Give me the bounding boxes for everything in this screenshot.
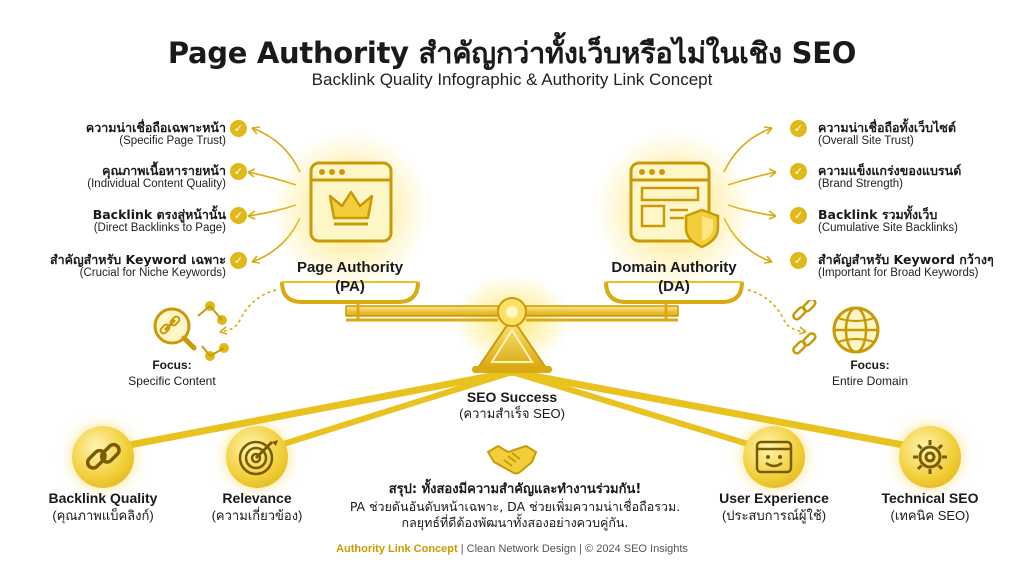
pa-feature-3: Backlink ตรงสู่หน้านั้น (Direct Backlink… <box>92 207 226 234</box>
page-subtitle: Backlink Quality Infographic & Authority… <box>311 70 713 89</box>
line-ux <box>509 369 777 455</box>
check-icon: ✓ <box>230 163 247 180</box>
check-icon: ✓ <box>230 252 247 269</box>
da-focus: Focus: Entire Domain <box>831 358 909 388</box>
pa-focus: Focus: Specific Content <box>128 358 216 388</box>
check-icon: ✓ <box>790 120 807 137</box>
browser-shield-icon <box>629 161 720 249</box>
da-feature-4: สำคัญสำหรับ Keyword กว้างๆ (Important fo… <box>818 252 994 279</box>
relevance-label: Relevance (ความเกี่ยวข้อง) <box>211 490 303 523</box>
footer-credits: | Clean Network Design | © 2024 SEO Insi… <box>457 543 688 555</box>
network-lines <box>99 368 934 455</box>
technical-seo-label: Technical SEO (เทคนิค SEO) <box>881 490 979 523</box>
browser-crown-icon <box>309 161 393 243</box>
check-icon: ✓ <box>230 120 247 137</box>
check-icon: ✓ <box>790 252 807 269</box>
footer-brand: Authority Link Concept <box>336 543 458 555</box>
line-technical <box>508 368 934 454</box>
link-icon <box>85 442 121 470</box>
check-icon: ✓ <box>790 207 807 224</box>
target-icon <box>238 440 278 476</box>
pa-feature-2: คุณภาพเนื้อหารายหน้า (Individual Content… <box>87 163 226 190</box>
handshake-icon <box>486 444 538 475</box>
check-icon: ✓ <box>230 207 247 224</box>
line-relevance <box>255 369 515 455</box>
da-feature-1: ความน่าเชื่อถือทั้งเว็บไซต์ (Overall Sit… <box>818 120 957 147</box>
smiley-window-icon <box>755 440 793 474</box>
balance-beam <box>345 300 679 322</box>
technical-seo-circle <box>899 426 961 488</box>
pa-feature-4: สำคัญสำหรับ Keyword เฉพาะ (Crucial for N… <box>49 252 226 279</box>
user-experience-label: User Experience (ประสบการณ์ผู้ใช้) <box>719 490 829 523</box>
da-feature-2: ความแข็งแกร่งของแบรนด์ (Brand Strength) <box>818 163 962 190</box>
footer: Authority Link Concept | Clean Network D… <box>0 543 1024 555</box>
user-experience-circle <box>743 426 805 488</box>
line-backlink <box>99 368 516 454</box>
pa-feature-1: ความน่าเชื่อถือเฉพาะหน้า (Specific Page … <box>85 120 226 147</box>
gear-icon <box>913 440 947 474</box>
magnifier-link-icon <box>153 301 229 361</box>
globe-links-icon <box>792 300 880 355</box>
backlink-quality-circle <box>72 426 134 488</box>
check-icon: ✓ <box>790 163 807 180</box>
pa-label: Page Authority (PA) <box>296 259 404 295</box>
page-title: Page Authority สำคัญกว่าทั้งเว็บหรือไม่ใ… <box>167 36 857 70</box>
summary-box: สรุป: ทั้งสองมีความสำคัญและทำงานร่วมกัน!… <box>349 482 681 531</box>
backlink-quality-label: Backlink Quality (คุณภาพแบ็คลิงก์) <box>48 490 158 523</box>
da-label: Domain Authority (DA) <box>611 259 737 295</box>
seo-success-label: SEO Success (ความสำเร็จ SEO) <box>459 389 565 422</box>
relevance-circle <box>226 426 288 488</box>
da-feature-3: Backlink รวมทั้งเว็บ (Cumulative Site Ba… <box>818 207 958 234</box>
